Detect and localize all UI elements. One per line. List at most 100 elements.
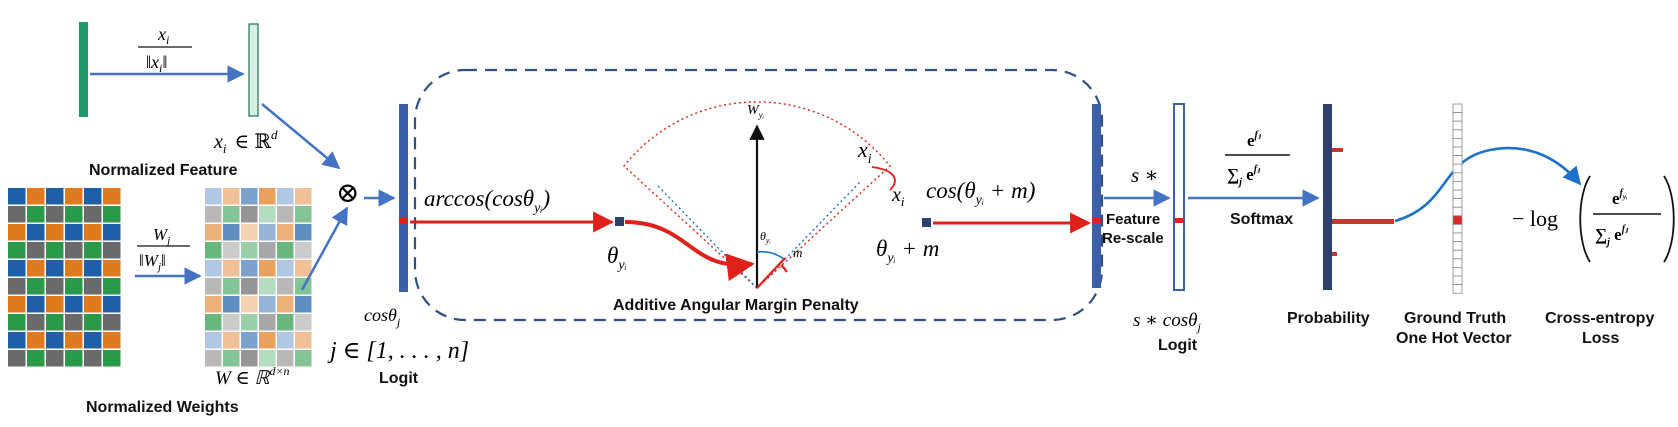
loss-formula: − log efyᵢ ∑j efⱼ <box>1512 175 1675 263</box>
rescale-caption-line1: Feature <box>1106 211 1160 228</box>
weight-cell <box>295 332 312 349</box>
weight-cell <box>65 242 83 259</box>
normalized-weight-matrix <box>205 188 312 367</box>
margin-arc <box>780 264 788 273</box>
gt-caption-line1: Ground Truth <box>1404 310 1506 327</box>
weight-cell <box>84 242 102 259</box>
weight-cell <box>205 242 222 259</box>
inner-theta-label: θyᵢ <box>760 229 771 245</box>
cos-margin-label: cos(θyᵢ + m) <box>926 178 1035 208</box>
x-label-bottom: xi <box>891 184 905 209</box>
weight-cell <box>84 224 102 241</box>
logit-cos-label: cosθj <box>364 305 401 329</box>
weight-cell <box>241 278 258 295</box>
scaled-cos-label: s ∗ cosθj <box>1133 310 1201 334</box>
weight-cell <box>65 260 83 277</box>
weight-cell <box>223 242 240 259</box>
weight-cell <box>27 206 45 223</box>
weight-cell <box>241 224 258 241</box>
weight-cell <box>259 296 276 313</box>
weight-cell <box>8 278 26 295</box>
logit-target-cell <box>399 218 408 223</box>
one-hot-cell <box>1452 180 1463 191</box>
weight-cell <box>277 260 294 277</box>
weight-cell <box>84 206 102 223</box>
margin-logit-vector <box>1092 104 1101 288</box>
weight-cell <box>277 332 294 349</box>
weight-cell <box>259 260 276 277</box>
weight-cell <box>295 260 312 277</box>
weight-cell <box>27 242 45 259</box>
weight-cell <box>259 332 276 349</box>
one-hot-cell <box>1452 266 1463 277</box>
weight-cell <box>84 188 102 205</box>
weight-cell <box>65 296 83 313</box>
weight-cell <box>241 350 258 367</box>
feature-space-label: xi∈ ℝd <box>213 127 278 156</box>
weight-cell <box>205 188 222 205</box>
weight-cell <box>27 224 45 241</box>
one-hot-cell <box>1452 206 1463 217</box>
weight-cell <box>65 224 83 241</box>
weight-cell <box>46 206 64 223</box>
weight-cell <box>205 314 222 331</box>
weight-cell <box>241 242 258 259</box>
weight-cell <box>27 188 45 205</box>
weight-cell <box>103 224 121 241</box>
svg-text:xi: xi <box>157 24 169 47</box>
normalized-feature-caption: Normalized Feature <box>89 162 238 179</box>
m-label: m <box>793 245 802 260</box>
weight-cell <box>8 350 26 367</box>
weight-cell <box>277 314 294 331</box>
weight-cell <box>46 332 64 349</box>
svg-text:∑j efⱼ: ∑j efⱼ <box>1595 224 1629 248</box>
weight-cell <box>259 224 276 241</box>
theta-margin-node <box>922 218 931 227</box>
weight-cell <box>241 206 258 223</box>
weight-cell <box>84 314 102 331</box>
weight-cell <box>103 188 121 205</box>
one-hot-cell <box>1452 232 1463 243</box>
gt-caption-line2: One Hot Vector <box>1396 330 1512 347</box>
one-hot-cell <box>1452 155 1463 165</box>
weight-cell <box>27 278 45 295</box>
weight-cell <box>295 314 312 331</box>
weight-cell <box>259 314 276 331</box>
svg-text:∑j efⱼ: ∑j efⱼ <box>1227 164 1261 188</box>
weight-cell <box>241 260 258 277</box>
weight-cell <box>46 296 64 313</box>
prob-bar-target <box>1332 219 1394 224</box>
weight-cell <box>65 350 83 367</box>
one-hot-cell <box>1452 275 1463 286</box>
one-hot-cell <box>1452 163 1463 174</box>
weight-cell <box>259 188 276 205</box>
weight-cell <box>241 296 258 313</box>
weight-cell <box>223 278 240 295</box>
weight-cell <box>223 296 240 313</box>
weight-cell <box>27 296 45 313</box>
weight-cell <box>46 188 64 205</box>
probability-vector <box>1323 104 1332 290</box>
weight-cell <box>295 206 312 223</box>
one-hot-cell <box>1452 112 1463 122</box>
weight-cell <box>103 332 121 349</box>
weight-cell <box>46 350 64 367</box>
weight-cell <box>46 224 64 241</box>
weight-cell <box>8 242 26 259</box>
theta-to-fan-arrow <box>624 220 755 282</box>
weight-cell <box>205 350 222 367</box>
arccos-label: arccos(cosθyᵢ) <box>424 186 550 216</box>
weight-cell <box>277 296 294 313</box>
weight-cell <box>8 332 26 349</box>
weight-cell <box>259 350 276 367</box>
margin-logit-target-cell <box>1092 218 1101 223</box>
weight-cell <box>46 314 64 331</box>
weight-cell <box>223 188 240 205</box>
scaled-logit-caption: Logit <box>1158 337 1198 354</box>
svg-text:efⱼ: efⱼ <box>1247 130 1262 150</box>
one-hot-cell <box>1452 146 1463 157</box>
weight-cell <box>27 314 45 331</box>
one-hot-cell <box>1452 241 1463 251</box>
weights-normalize-formula: Wj ‖Wj‖ <box>137 225 190 273</box>
